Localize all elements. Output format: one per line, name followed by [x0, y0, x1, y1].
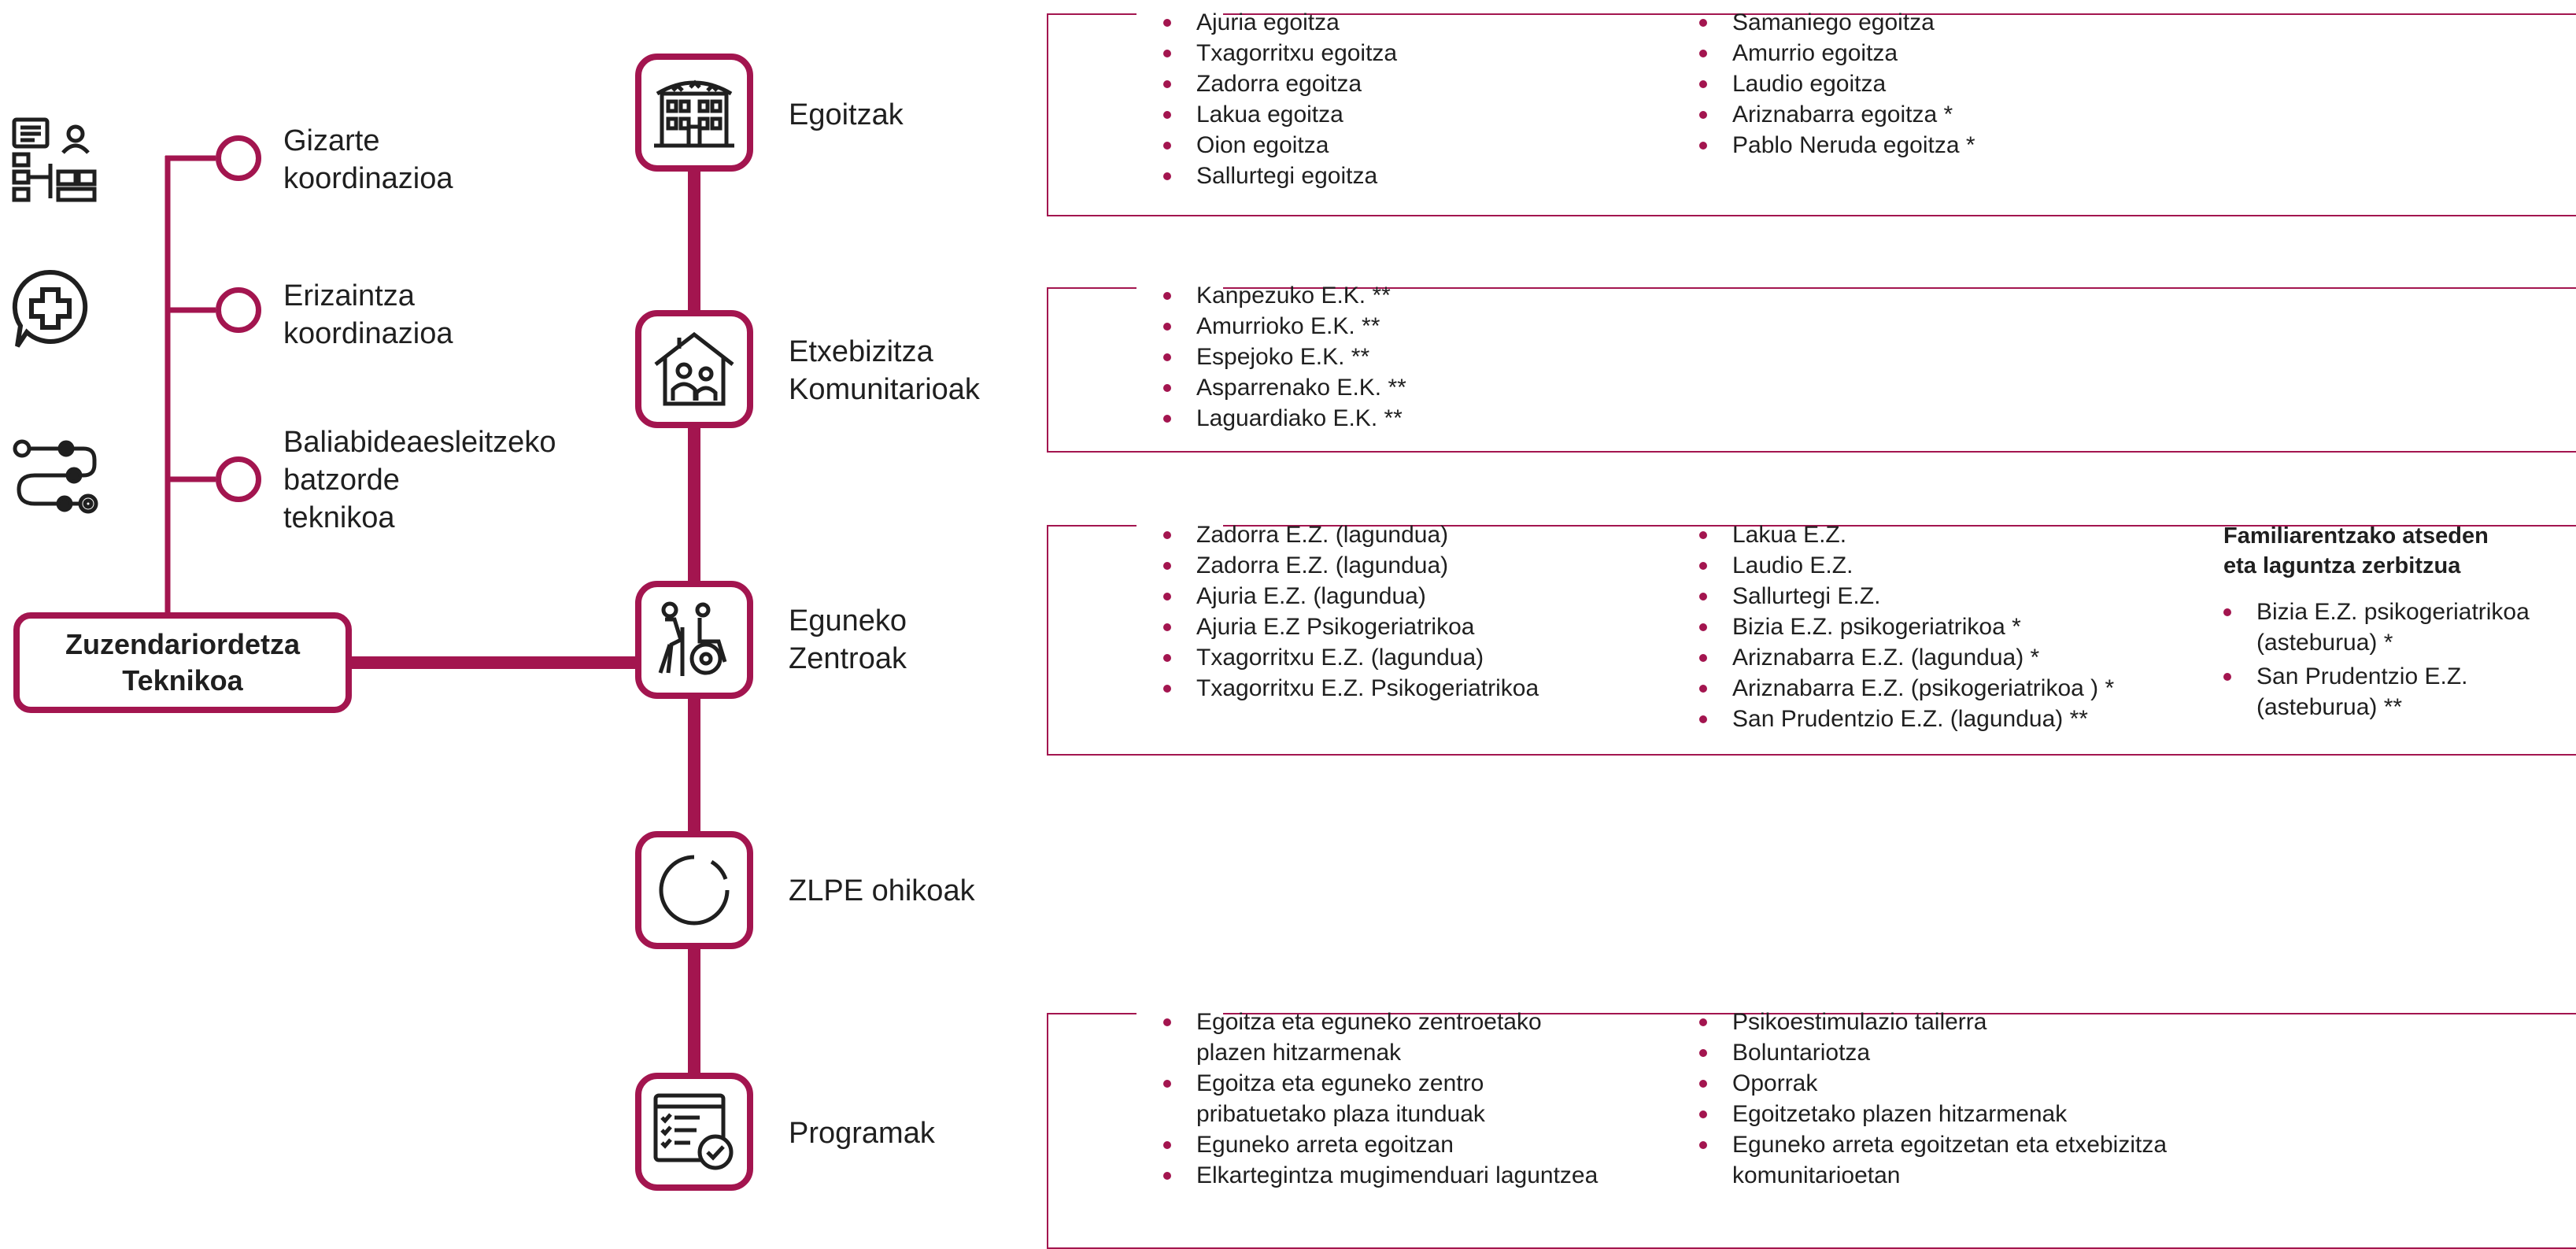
list-eguneko-col1: Zadorra E.Z. (lagundua) Zadorra E.Z. (la…: [1163, 519, 1539, 704]
list-item: Boluntariotza: [1699, 1037, 2167, 1068]
list-item: Txagorritxu E.Z. (lagundua): [1163, 642, 1539, 673]
list-item: Asparrenako E.K. **: [1163, 372, 1406, 403]
list-item: Kanpezuko E.K. **: [1163, 280, 1406, 311]
list-item: Laguardiako E.K. **: [1163, 403, 1406, 434]
list-item: Zadorra E.Z. (lagundua): [1163, 550, 1539, 581]
checklist-icon: [653, 1093, 734, 1170]
list-item: Samaniego egoitza: [1699, 7, 1975, 38]
list-item: San Prudentzio E.Z.(asteburua) **: [2223, 661, 2530, 722]
list-egoitzak-col2: Samaniego egoitza Amurrio egoitza Laudio…: [1699, 7, 1975, 161]
list-item: Ariznabarra E.Z. (psikogeriatrikoa ) *: [1699, 673, 2114, 704]
node-etxebizitza: [635, 310, 753, 428]
node-programak: [635, 1073, 753, 1191]
day-center-wheelchair-icon: [658, 601, 727, 676]
node-label-programak: Programak: [789, 1117, 935, 1150]
bracket-etxebizitza: [1047, 287, 2576, 453]
nursing-cross-icon: [12, 269, 88, 348]
process-flow-icon: [13, 439, 98, 514]
list-item: Ariznabarra egoitza *: [1699, 99, 1975, 130]
list-item: Eguneko arreta egoitzan: [1163, 1129, 1598, 1160]
coordination-node-circle: [216, 456, 261, 502]
list-item: Oion egoitza: [1163, 130, 1397, 161]
list-item: Txagorritxu egoitza: [1163, 38, 1397, 68]
list-item: Ariznabarra E.Z. (lagundua) *: [1699, 642, 2114, 673]
circle-icon: [659, 855, 730, 926]
list-item: Egoitzetako plazen hitzarmenak: [1699, 1099, 2167, 1129]
bracket-eguneko: [1047, 525, 2576, 756]
list-item: Elkartegintza mugimenduari laguntzea: [1163, 1160, 1598, 1191]
node-label-zlpe: ZLPE ohikoak: [789, 874, 975, 907]
list-item: Amurrioko E.K. **: [1163, 311, 1406, 342]
list-item: Amurrio egoitza: [1699, 38, 1975, 68]
coordination-node-circle: [216, 287, 261, 333]
list-item: Ajuria E.Z. (lagundua): [1163, 581, 1539, 612]
list-eguneko-col2: Lakua E.Z. Laudio E.Z. Sallurtegi E.Z. B…: [1699, 519, 2114, 734]
coordination-node-circle: [216, 135, 261, 181]
list-item: Laudio E.Z.: [1699, 550, 2114, 581]
residence-building-icon: [654, 79, 734, 148]
list-egoitzak-col1: Ajuria egoitza Txagorritxu egoitza Zador…: [1163, 7, 1397, 191]
bracket-egoitzak: [1047, 13, 2576, 216]
list-family-service: Bizia E.Z. psikogeriatrikoa(asteburua) *…: [2223, 597, 2530, 722]
list-item: Psikoestimulazio tailerra: [1699, 1007, 2167, 1037]
list-item: Ajuria E.Z Psikogeriatrikoa: [1163, 612, 1539, 642]
list-item: Zadorra egoitza: [1163, 68, 1397, 99]
list-item: Txagorritxu E.Z. Psikogeriatrikoa: [1163, 673, 1539, 704]
list-item: Ajuria egoitza: [1163, 7, 1397, 38]
list-item: Bizia E.Z. psikogeriatrikoa(asteburua) *: [2223, 597, 2530, 658]
list-etxebizitza: Kanpezuko E.K. ** Amurrioko E.K. ** Espe…: [1163, 280, 1406, 434]
node-eguneko: [635, 581, 753, 699]
list-item: Zadorra E.Z. (lagundua): [1163, 519, 1539, 550]
list-item: Lakua E.Z.: [1699, 519, 2114, 550]
list-item: Sallurtegi egoitza: [1163, 161, 1397, 191]
list-item: Laudio egoitza: [1699, 68, 1975, 99]
list-item: Oporrak: [1699, 1068, 2167, 1099]
list-programak-col2: Psikoestimulazio tailerra Boluntariotza …: [1699, 1007, 2167, 1191]
community-house-icon: [654, 331, 734, 406]
node-label-egoitzak: Egoitzak: [789, 98, 904, 131]
node-egoitzak: [635, 54, 753, 172]
list-item: Bizia E.Z. psikogeriatrikoa *: [1699, 612, 2114, 642]
list-item: Espejoko E.K. **: [1163, 342, 1406, 372]
list-item: Sallurtegi E.Z.: [1699, 581, 2114, 612]
list-item: Eguneko arreta egoitzetan eta etxebizitz…: [1699, 1129, 2167, 1191]
list-item: Lakua egoitza: [1163, 99, 1397, 130]
node-zlpe: [635, 831, 753, 949]
list-item: San Prudentzio E.Z. (lagundua) **: [1699, 704, 2114, 734]
org-chart-icon: [12, 117, 97, 202]
list-item: Pablo Neruda egoitza *: [1699, 130, 1975, 161]
